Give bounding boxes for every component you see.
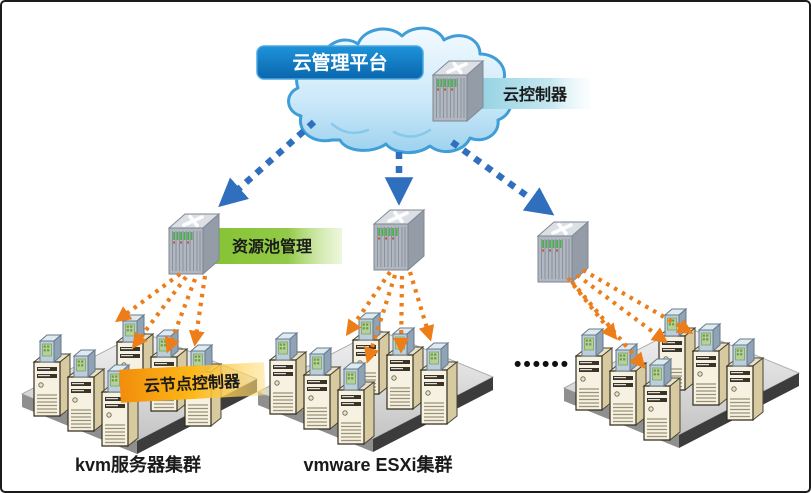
cloud-platform-title: 云管理平台 [292, 51, 387, 74]
arrow-right-switch-3 [575, 273, 669, 344]
arrow-middle-switch-1 [345, 270, 392, 337]
resource-pool-label-band: 资源池管理 [207, 228, 342, 264]
middle-pool-switch-icon [372, 208, 426, 272]
arrow-right-switch-4 [581, 268, 694, 334]
arrow-right-switch-2 [570, 280, 646, 369]
more-clusters-ellipsis: •••••• [514, 353, 570, 376]
cloud-controller-label: 云控制器 [503, 85, 568, 104]
resource-pool-label: 资源池管理 [232, 237, 312, 256]
arrow-middle-switch-2 [364, 274, 398, 364]
blue-dashed-arrows [218, 119, 555, 216]
extra-cluster [564, 309, 799, 448]
arrow-left-switch-4 [188, 275, 208, 347]
kvm-cluster-label: kvm服务器集群 [75, 454, 201, 475]
vmware-cluster-label: vmware ESXi集群 [303, 454, 452, 475]
cloud-controller-server-icon [431, 59, 485, 123]
cloud-platform-title-box: 云管理平台 [256, 45, 424, 80]
arrow-left-switch-1 [114, 272, 182, 323]
node-controller-label-band: 云节点控制器 [119, 362, 266, 403]
arrow-left-switch-3 [164, 278, 197, 354]
left-pool-switch-icon [167, 212, 221, 276]
vmware-cluster [258, 313, 493, 452]
cloud-controller-label-band: 云控制器 [480, 78, 590, 109]
arrow-middle-switch-3 [393, 275, 410, 354]
arrow-cloud-to-right-switch [450, 139, 555, 216]
orange-dotted-arrows [114, 268, 694, 369]
arrow-cloud-to-left-switch [218, 119, 317, 208]
right-pool-switch-icon [536, 220, 590, 284]
arrow-left-switch-2 [131, 275, 188, 350]
arrow-middle-switch-4 [407, 271, 435, 342]
arrow-right-switch-1 [566, 276, 618, 340]
